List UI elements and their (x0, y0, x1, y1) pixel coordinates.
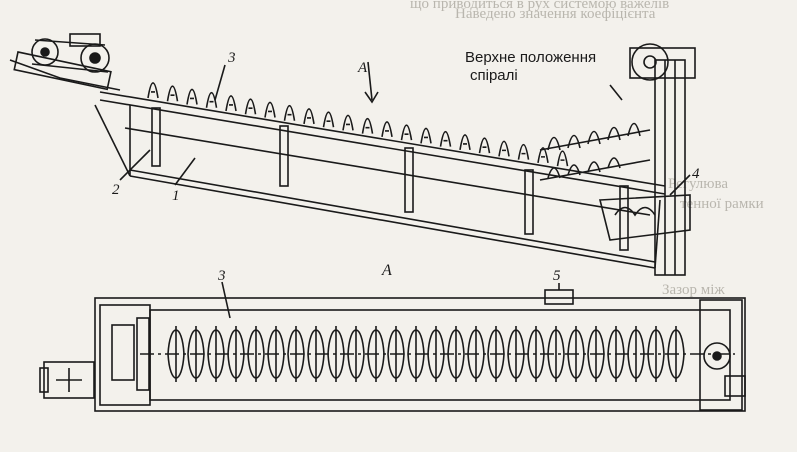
lifting-mechanism (598, 43, 696, 276)
spiral-blade-plan (467, 326, 485, 382)
spiral-blade-plan (427, 326, 445, 382)
spiral-blade-side (225, 95, 237, 112)
part-number-3-bottom: 3 (217, 268, 226, 284)
label-view-arrow-a: A (357, 60, 368, 76)
spiral-blade-side (322, 111, 335, 128)
spiral-blade-plan (267, 326, 285, 382)
bleed-text-3: Регулюва (668, 176, 729, 192)
leader-1 (174, 157, 196, 186)
spiral-blade-plan (367, 326, 385, 382)
plan-outer-frame (94, 297, 746, 412)
view-arrow-head (364, 91, 379, 104)
spiral-blade-plan (507, 326, 525, 382)
bleed-text-2: Наведено значення коефіцієнта (455, 6, 656, 22)
spiral-blade-side (498, 140, 510, 157)
spiral-blade-side (537, 147, 549, 164)
spiral-blade-side (147, 82, 159, 99)
spiral-blade-plan (247, 326, 265, 382)
bleed-text-1: що приводиться в рух системою важелів (410, 0, 670, 12)
spiral-blade-plan (527, 326, 545, 382)
spiral-blade-plan (327, 326, 345, 382)
spiral-blade-plan (447, 326, 465, 382)
spiral-blade-plan (627, 326, 645, 382)
spiral-blade-side (342, 114, 354, 131)
spiral-blade-side (166, 85, 179, 102)
plan-view (39, 281, 746, 412)
leader-top-positions (609, 84, 623, 101)
plan-drive-right (699, 299, 746, 411)
spiral-blade-plan (607, 326, 625, 382)
side-view (9, 33, 696, 276)
spiral-blade-side (439, 130, 452, 147)
bleed-text-4: тенної рамки (680, 196, 764, 212)
leader-4 (669, 174, 691, 196)
plan-drive-left (39, 304, 151, 406)
leader-3-bottom (221, 281, 231, 319)
spiral-blade-plan (567, 326, 585, 382)
label-view-a: A (381, 262, 392, 279)
spiral-blade-side (283, 104, 296, 121)
part-number-5: 5 (553, 268, 561, 284)
frame-posts (151, 107, 629, 251)
spiral-blade-plan (227, 326, 245, 382)
trough (94, 91, 666, 269)
leader-3-top (214, 64, 226, 101)
label-top-positions: Верхне положення (465, 49, 596, 66)
spiral-blade-plan (547, 326, 565, 382)
bleed-text-5: Зазор між (662, 282, 725, 298)
spiral-blade-side (186, 88, 198, 105)
plan-trough (149, 309, 731, 401)
part-number-1: 1 (172, 188, 180, 204)
spiral-blade-plan (347, 326, 365, 382)
part-number-2: 2 (112, 182, 120, 198)
spiral-blade-plan (487, 326, 505, 382)
spiral-blade-side (361, 117, 374, 134)
spiral-blade-plan (307, 326, 325, 382)
spiral-blade-side (303, 108, 315, 125)
spiral-blade-plan (167, 326, 185, 382)
raised-spiral (539, 122, 651, 181)
part-number-3-top: 3 (227, 50, 236, 66)
spiral-blade-side (400, 124, 413, 141)
spiral-blade-side (517, 143, 530, 160)
spiral-blade-plan (407, 326, 425, 382)
spiral-blade-side (264, 101, 276, 118)
view-arrow-line (367, 61, 373, 101)
spiral-blade-side (244, 98, 257, 115)
spiral-blade-plan (587, 326, 605, 382)
spiral-blade-plan (207, 326, 225, 382)
spiral-blade-plan (287, 326, 305, 382)
spiral-blade-side (459, 134, 471, 151)
part-number-4: 4 (692, 166, 700, 182)
spiral-blade-plan (187, 326, 205, 382)
spiral-blade-side (478, 137, 491, 154)
drive-unit-left (9, 33, 121, 91)
spiral-blade-side (205, 91, 218, 108)
spiral-blades-plan (167, 326, 685, 382)
spiral-blade-side (556, 150, 569, 167)
spiral-blade-plan (387, 326, 405, 382)
leader-2 (119, 149, 151, 181)
label-spiral: спіралі (470, 67, 518, 84)
spiral-blades-side (147, 82, 569, 167)
spiral-blade-plan (647, 326, 665, 382)
feed-pipe (544, 289, 574, 305)
spiral-blade-side (420, 127, 432, 144)
spiral-blade-side (381, 121, 393, 138)
spiral-blade-plan (667, 326, 685, 382)
